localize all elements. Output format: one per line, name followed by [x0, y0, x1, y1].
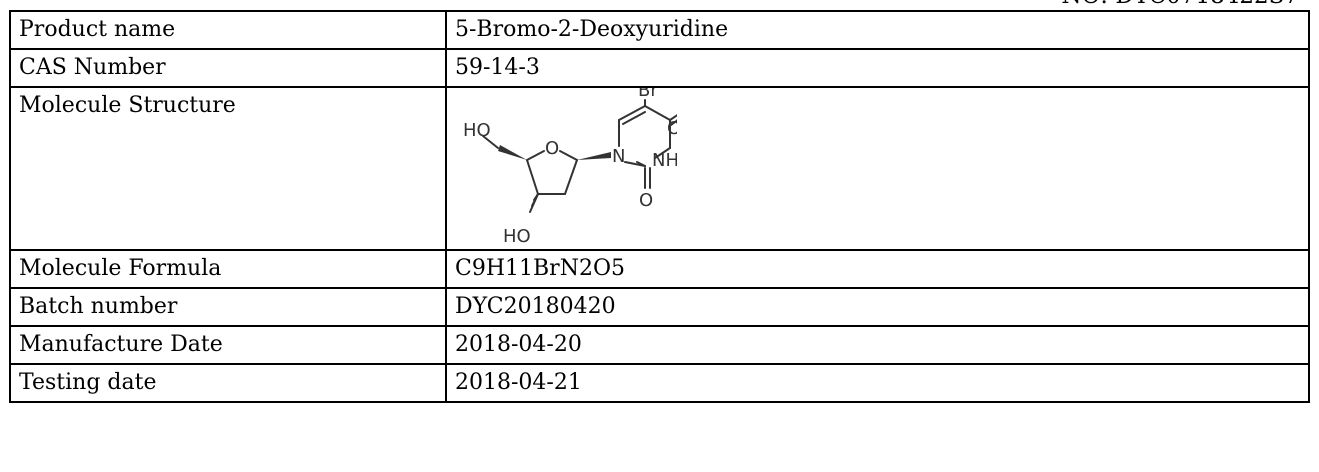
molecule-structure-image: Br O N NH O O HO HO [463, 88, 677, 246]
testing-date-value: 2018-04-21 [445, 363, 1310, 403]
batch-number-label: Batch number [9, 287, 447, 327]
product-name-value: 5-Bromo-2-Deoxyuridine [445, 10, 1310, 50]
atom-o-ring: O [545, 138, 559, 159]
table-row: Manufacture Date 2018-04-20 [9, 325, 1310, 365]
table-row: Batch number DYC20180420 [9, 287, 1310, 327]
atom-ho3: HO [503, 226, 531, 246]
atom-o2: O [639, 190, 653, 211]
testing-date-label: Testing date [9, 363, 447, 403]
batch-number-value: DYC20180420 [445, 287, 1310, 327]
wedge-bond [577, 152, 611, 160]
cas-number-label: CAS Number [9, 48, 447, 88]
wedge-bond [498, 145, 527, 160]
table-row: Molecule Structure [9, 86, 1310, 251]
atom-o4: O [667, 118, 677, 139]
table-row: Molecule Formula C9H11BrN2O5 [9, 249, 1310, 289]
atom-nh: NH [652, 150, 677, 171]
atom-n1: N [612, 146, 625, 167]
product-name-label: Product name [9, 10, 447, 50]
atom-ho5: HO [463, 120, 491, 141]
document-number: NO: DYC0718422S7 [1061, 0, 1299, 8]
cas-number-value: 59-14-3 [445, 48, 1310, 88]
table-row: Testing date 2018-04-21 [9, 363, 1310, 403]
table-row: Product name 5-Bromo-2-Deoxyuridine [9, 10, 1310, 50]
table-row: CAS Number 59-14-3 [9, 48, 1310, 88]
molecule-structure-label: Molecule Structure [9, 86, 447, 251]
molecule-formula-label: Molecule Formula [9, 249, 447, 289]
manufacture-date-label: Manufacture Date [9, 325, 447, 365]
atom-br: Br [638, 88, 658, 101]
molecule-structure-cell: Br O N NH O O HO HO [445, 86, 1310, 251]
product-spec-table: Product name 5-Bromo-2-Deoxyuridine CAS … [9, 10, 1310, 403]
manufacture-date-value: 2018-04-20 [445, 325, 1310, 365]
molecule-formula-value: C9H11BrN2O5 [445, 249, 1310, 289]
